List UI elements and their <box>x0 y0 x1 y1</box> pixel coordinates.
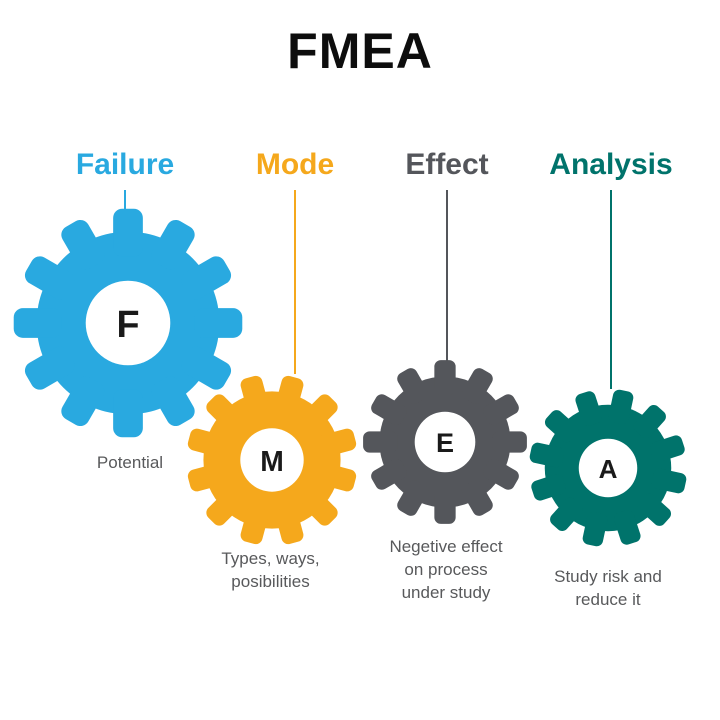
gear-effect-icon: E <box>359 356 531 528</box>
svg-text:A: A <box>599 454 618 484</box>
column-label-effect: Effect <box>405 148 489 181</box>
svg-text:F: F <box>116 303 139 345</box>
caption-failure: Potential <box>96 453 164 472</box>
column-label-failure: Failure <box>75 148 175 181</box>
column-label-analysis: Analysis <box>549 148 673 181</box>
connector-line-effect <box>446 190 448 361</box>
caption-mode: Types, ways, posibilities <box>221 549 320 591</box>
connector-line-failure <box>124 190 126 210</box>
gear-failure-icon: F <box>8 203 248 443</box>
page-title: FMEA <box>287 23 433 79</box>
gear-mode-icon: M <box>182 370 362 550</box>
caption-analysis: Study risk and reduce it <box>554 567 662 609</box>
caption-effect: Negetive effect on process under study <box>389 537 503 602</box>
connector-line-mode <box>294 190 296 374</box>
svg-text:E: E <box>436 428 454 458</box>
connector-line-analysis <box>610 190 612 389</box>
column-label-mode: Mode <box>255 148 335 181</box>
gear-analysis-icon: A <box>525 385 691 551</box>
svg-text:M: M <box>260 445 284 477</box>
